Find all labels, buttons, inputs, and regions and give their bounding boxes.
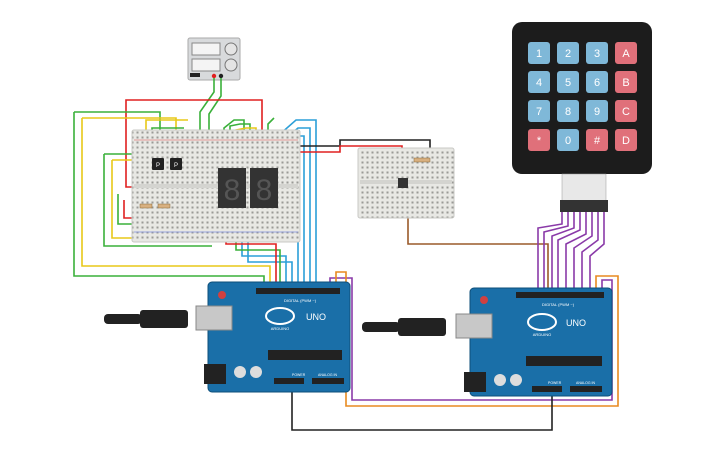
keypad-key-6[interactable]: 6	[586, 71, 608, 93]
digital-label-right: DIGITAL (PWM ~)	[542, 302, 575, 307]
power-label-right: POWER	[548, 381, 562, 385]
keypad-key-hash[interactable]: #	[586, 129, 608, 151]
keypad-key-D[interactable]: D	[615, 129, 637, 151]
keypad-key-label: 8	[565, 106, 571, 118]
keypad-key-label: 5	[565, 77, 571, 89]
keypad-key-0[interactable]: 0	[557, 129, 579, 151]
logo-label-right: ARDUINO	[533, 332, 551, 337]
transistor-right-label: P	[174, 163, 178, 169]
analog-label-right: ANALOG IN	[576, 381, 596, 385]
resistor-pair[interactable]	[139, 203, 171, 209]
seven-segment-display-right[interactable]: 8	[250, 168, 278, 208]
keypad-key-label: 4	[536, 77, 542, 89]
arduino-right[interactable]: DIGITAL (PWM ~) UNO ARDUINO POWER ANALOG…	[455, 287, 613, 397]
keypad-key-C[interactable]: C	[615, 100, 637, 122]
keypad-key-label: 2	[565, 48, 571, 60]
seven-segment-display-left[interactable]: 8	[218, 168, 246, 208]
keypad-key-2[interactable]: 2	[557, 42, 579, 64]
keypad-key-4[interactable]: 4	[528, 71, 550, 93]
power-supply[interactable]	[187, 37, 241, 81]
power-label-left: POWER	[292, 373, 306, 377]
keypad-key-label: 1	[536, 48, 542, 60]
keypad-key-1[interactable]: 1	[528, 42, 550, 64]
keypad-key-label: 6	[594, 77, 600, 89]
model-label-left: UNO	[306, 312, 326, 322]
keypad-key-label: D	[622, 135, 630, 147]
keypad-key-label: A	[622, 48, 630, 60]
keypad-key-label: 9	[594, 106, 600, 118]
digit-right: 8	[256, 174, 273, 207]
keypad-key-label: 0	[565, 135, 571, 147]
transistor-left-label: P	[156, 163, 160, 169]
keypad-key-label: *	[537, 135, 542, 147]
keypad-key-A[interactable]: A	[615, 42, 637, 64]
analog-label-left: ANALOG IN	[318, 373, 338, 377]
keypad-key-9[interactable]: 9	[586, 100, 608, 122]
usb-cable-right	[362, 318, 446, 336]
keypad-key-star[interactable]: *	[528, 129, 550, 151]
keypad-key-label: #	[594, 135, 601, 147]
transistor-right[interactable]: P	[170, 158, 182, 170]
usb-cable-left	[104, 310, 188, 328]
keypad-key-5[interactable]: 5	[557, 71, 579, 93]
keypad[interactable]: 1 2 3 A 4 5 6 B 7 8 9 C * 0 # D	[512, 22, 652, 212]
arduino-left[interactable]: DIGITAL (PWM ~) UNO ARDUINO POWER ANALOG…	[195, 281, 351, 393]
keypad-key-B[interactable]: B	[615, 71, 637, 93]
keypad-key-7[interactable]: 7	[528, 100, 550, 122]
keypad-key-label: C	[622, 106, 630, 118]
breadboard-small[interactable]	[357, 147, 455, 219]
keypad-key-label: 3	[594, 48, 600, 60]
transistor-left[interactable]: P	[152, 158, 164, 170]
digit-left: 8	[224, 174, 241, 207]
keypad-key-8[interactable]: 8	[557, 100, 579, 122]
keypad-key-label: B	[622, 77, 629, 89]
keypad-key-label: 7	[536, 106, 542, 118]
logo-label-left: ARDUINO	[271, 326, 289, 331]
digital-label-left: DIGITAL (PWM ~)	[284, 298, 317, 303]
model-label-right: UNO	[566, 318, 586, 328]
keypad-key-3[interactable]: 3	[586, 42, 608, 64]
